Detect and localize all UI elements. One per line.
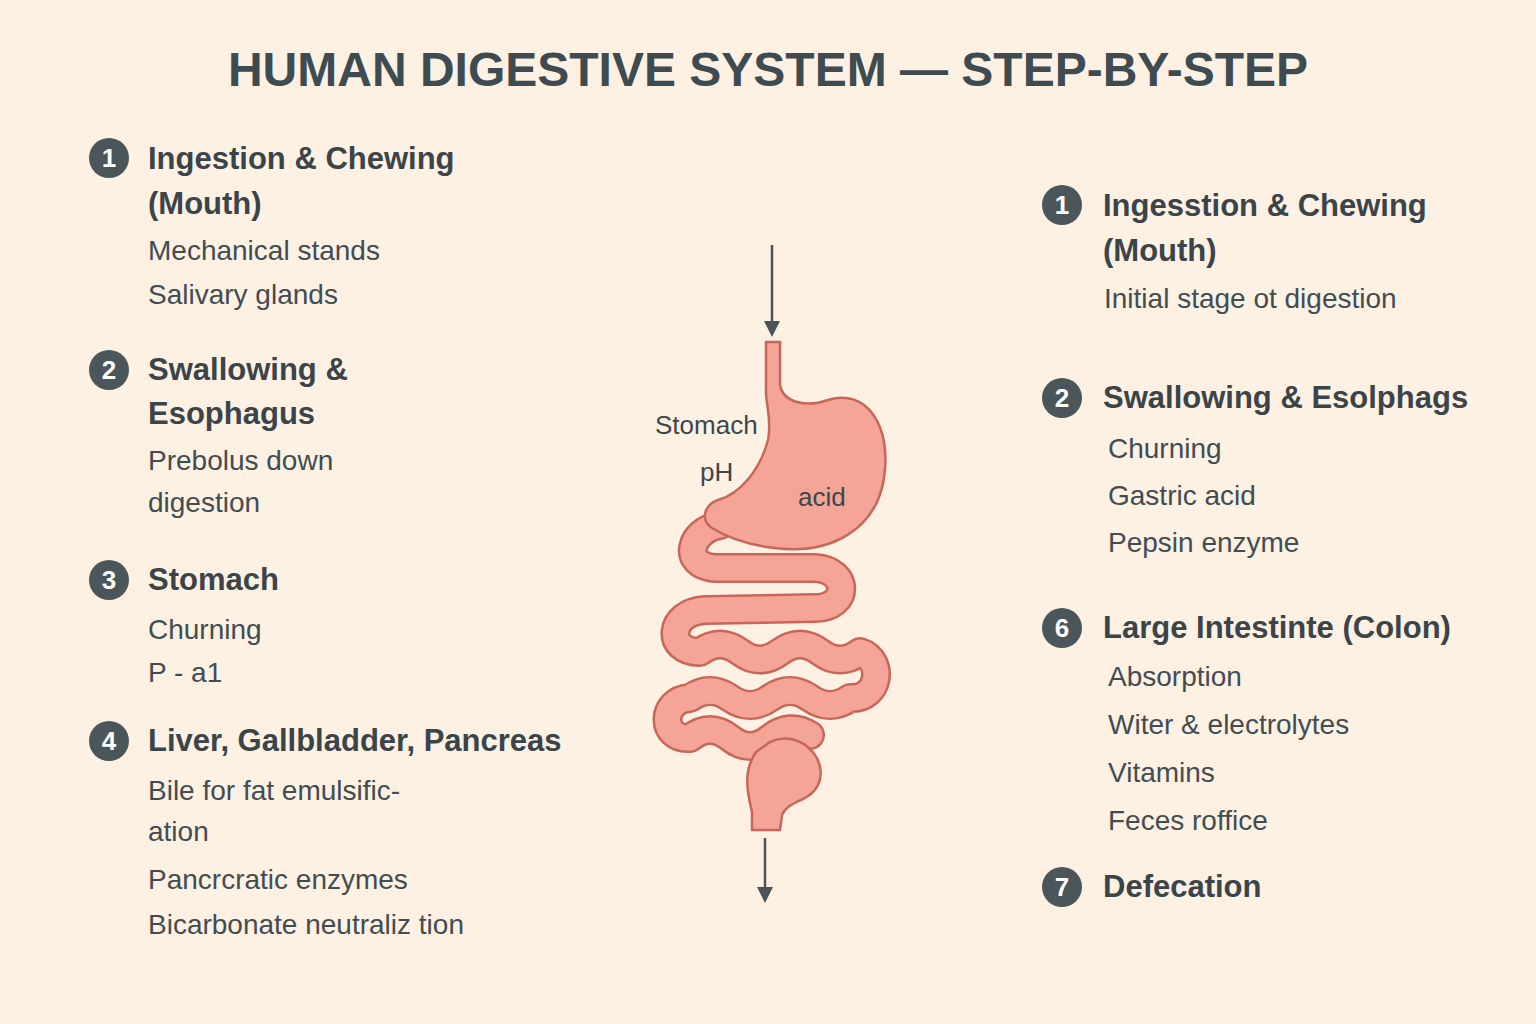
step-detail: Churning [148, 609, 262, 651]
small-intestine [668, 525, 877, 746]
step-item: 3 StomachChurningP - a1 [89, 558, 283, 698]
step-heading: Defecation [1103, 865, 1261, 909]
callout-number: 4 [102, 726, 116, 756]
step-heading: Large Intestinte (Colon) [1103, 606, 1451, 650]
step-detail: Pancrcratic enzymes [148, 859, 408, 901]
step-detail: Gastric acid [1108, 475, 1256, 517]
callout-number: 1 [1055, 190, 1069, 220]
callout-number: 2 [1055, 383, 1069, 413]
step-number-circle: 3 [89, 560, 129, 600]
step-number-circle: 1 [1042, 185, 1082, 225]
callout-number: 2 [102, 355, 116, 385]
step-item: 7 Defecation [1042, 865, 1266, 913]
step-number-circle: 7 [1042, 867, 1082, 907]
step-item: 6 Large Intestinte (Colon) AbsorptionWiter… [1042, 606, 1455, 846]
step-heading: Swallowing & Esophagus [148, 348, 358, 436]
organ-label: acid [798, 481, 846, 513]
step-number-circle: 2 [1042, 378, 1082, 418]
step-heading: Ingesstion & Chewing (Mouth) [1103, 183, 1443, 273]
callout-number: 3 [102, 565, 116, 595]
step-detail: Bicarbonate neutraliz tion [148, 904, 464, 946]
step-item: 1 Ingesstion & Chewing (Mouth) Initial sta… [1042, 183, 1447, 324]
step-detail: Absorption [1108, 656, 1242, 698]
step-detail: Witer & electrolytes [1108, 704, 1349, 746]
step-number-circle: 6 [1042, 608, 1082, 648]
step-heading: Ingestion & Chewing (Mouth) [148, 136, 488, 226]
step-detail: Mechanical stands [148, 230, 380, 272]
step-heading: Stomach [148, 558, 279, 602]
step-detail: Vitamins [1108, 752, 1215, 794]
organ-label: Stomach [655, 409, 758, 441]
step-detail: Churning [1108, 428, 1222, 470]
step-detail: Salivary glands [148, 274, 338, 316]
callout-number: 6 [1055, 613, 1069, 643]
step-number-circle: 2 [89, 350, 129, 390]
callout-number: 1 [102, 143, 116, 173]
step-item: 2 Swallowing & EsophagusPrebolus down dig… [89, 348, 377, 528]
step-detail: Initial stage ot digestion [1104, 278, 1397, 320]
step-item: 1 Ingestion & Chewing (Mouth)Mechanical s… [89, 136, 492, 320]
step-detail: Prebolus down digestion [148, 440, 373, 524]
step-detail: Feces roffice [1108, 800, 1268, 842]
step-item: 4 Liver, Gallbladder, PancreasBile for fa… [89, 719, 566, 950]
step-number-circle: 4 [89, 721, 129, 761]
organ-label: pH [700, 456, 733, 488]
step-detail: Bile for fat emulsific- ation [148, 770, 428, 852]
diagram-title: HUMAN DIGESTIVE SYSTEM — STEP-BY-STEP [0, 40, 1536, 100]
callout-number: 7 [1055, 872, 1069, 902]
colon-rectum [747, 739, 820, 830]
step-heading: Liver, Gallbladder, Pancreas [148, 719, 562, 763]
step-item: 2 Swallowing & EsolphagsChurningGastric a… [1042, 376, 1473, 568]
step-detail: P - a1 [148, 652, 222, 694]
stomach-organ [705, 342, 886, 549]
step-detail: Pepsin enzyme [1108, 522, 1299, 564]
step-number-circle: 1 [89, 138, 129, 178]
step-heading: Swallowing & Esolphags [1103, 376, 1468, 420]
